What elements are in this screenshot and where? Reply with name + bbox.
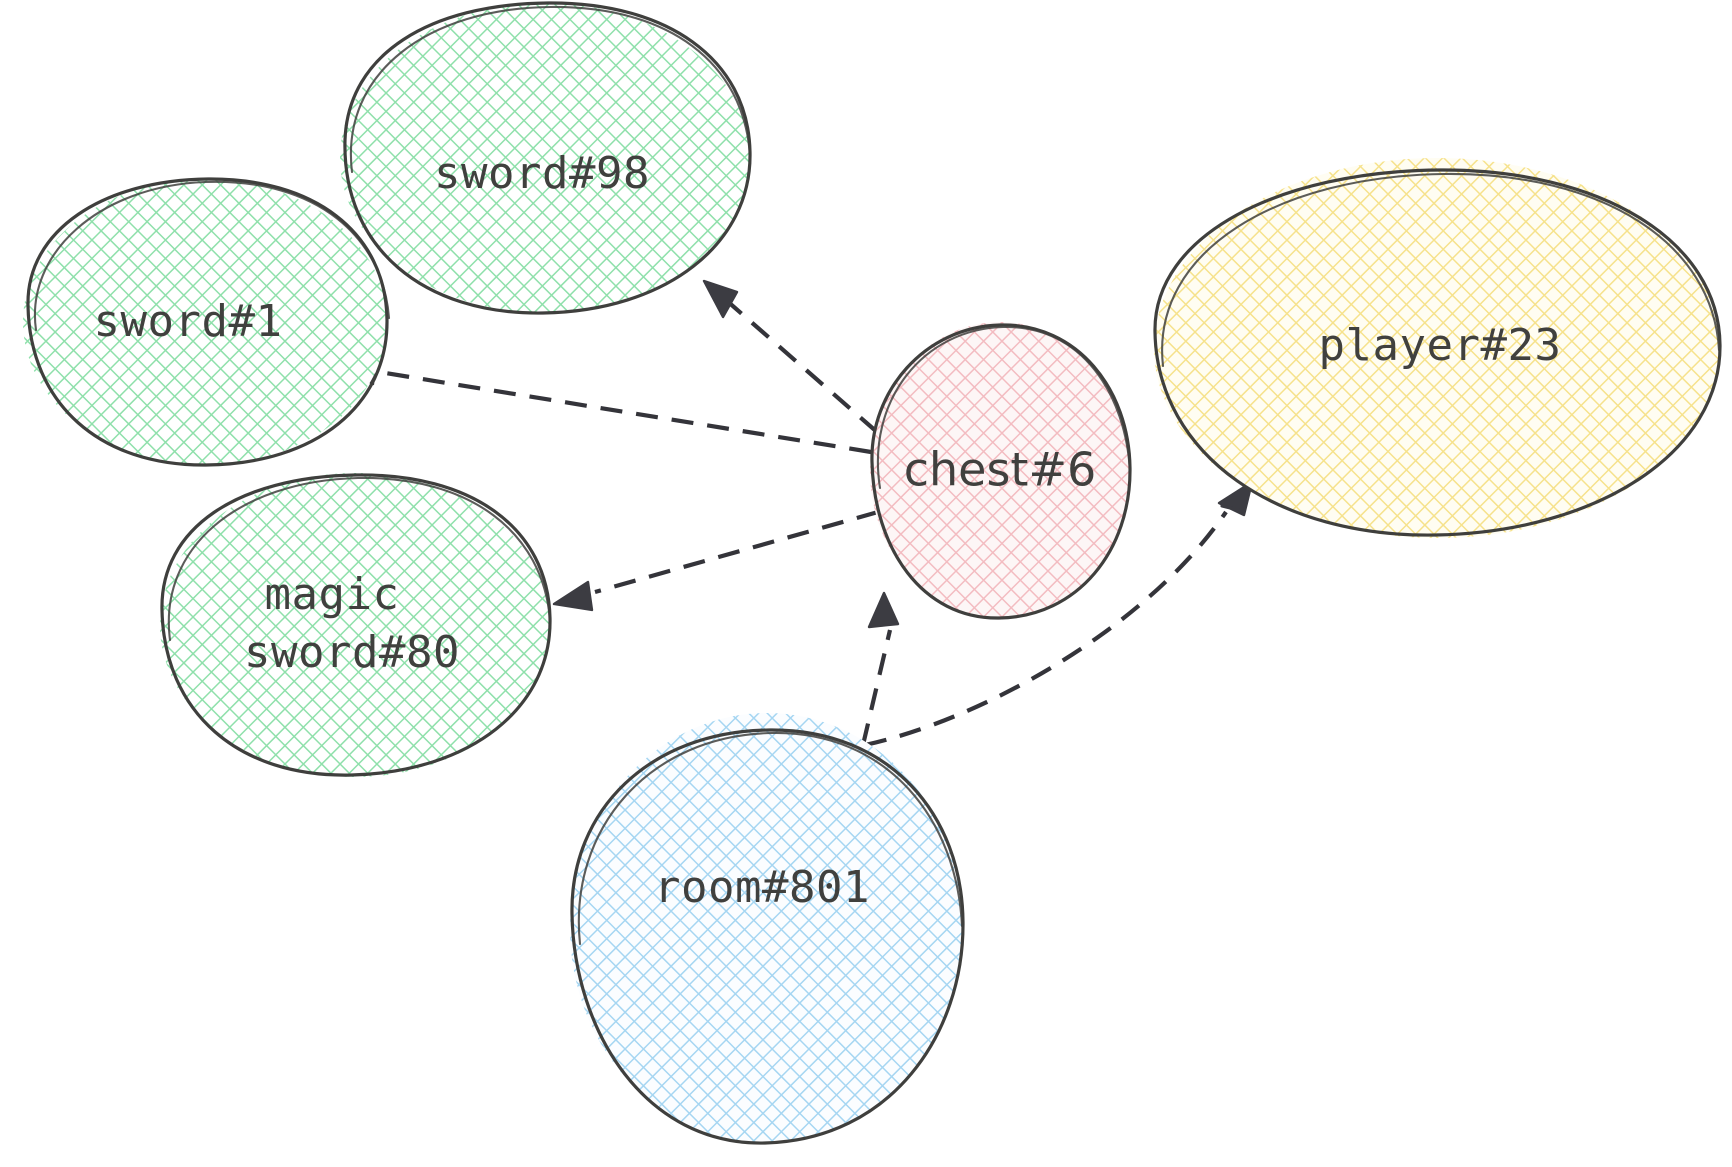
node-label-room801: room#801: [654, 862, 870, 913]
edge-path: [860, 629, 893, 746]
node-border-sketch: [167, 476, 552, 642]
node-border-sketch: [349, 5, 752, 174]
node-fill: [1154, 158, 1720, 538]
node-fill: [340, 3, 750, 313]
edge-room801-to-player23[interactable]: [864, 480, 1254, 748]
node-border: [26, 177, 389, 467]
node-label-magicsword80-line1: magic: [265, 569, 400, 620]
arrow-whisker: [869, 595, 890, 627]
node-border-sketch: [577, 731, 964, 946]
node-border-sketch: [33, 180, 391, 332]
node-label-magicsword80-line2: sword#80: [244, 627, 460, 678]
edge-path: [864, 510, 1228, 748]
node-fill: [160, 473, 550, 777]
arrow-whisker: [556, 589, 591, 609]
node-border: [570, 728, 965, 1145]
node-sword98[interactable]: sword#98: [340, 1, 752, 315]
node-room801[interactable]: room#801: [570, 713, 965, 1145]
node-sword1[interactable]: sword#1: [23, 177, 391, 467]
arrow-whisker: [704, 281, 737, 316]
node-label-player23: player#23: [1319, 320, 1562, 371]
node-border-sketch: [876, 325, 1132, 490]
node-fill: [23, 179, 387, 465]
edge-chest6-to-sword1[interactable]: [341, 353, 872, 455]
edge-path: [594, 509, 879, 595]
node-label-sword98: sword#98: [434, 148, 650, 199]
edge-path: [372, 368, 872, 455]
node-fill: [870, 322, 1130, 618]
node-chest6[interactable]: chest#6: [870, 322, 1132, 620]
edge-room801-to-chest6[interactable]: [860, 591, 900, 746]
node-border: [1153, 168, 1722, 537]
edge-chest6-to-sword98[interactable]: [702, 279, 879, 434]
node-fill: [570, 713, 964, 1143]
nodes-layer: sword#1 sword#98 magic sword#80: [23, 1, 1722, 1145]
node-player23[interactable]: player#23: [1153, 158, 1722, 538]
node-label-chest6: chest#6: [904, 443, 1097, 497]
node-magicsword80[interactable]: magic sword#80: [160, 473, 552, 777]
edge-chest6-to-magicsword80[interactable]: [552, 509, 879, 612]
node-border-sketch: [1161, 172, 1721, 368]
edge-path: [724, 298, 879, 434]
node-label-sword1: sword#1: [94, 296, 283, 347]
